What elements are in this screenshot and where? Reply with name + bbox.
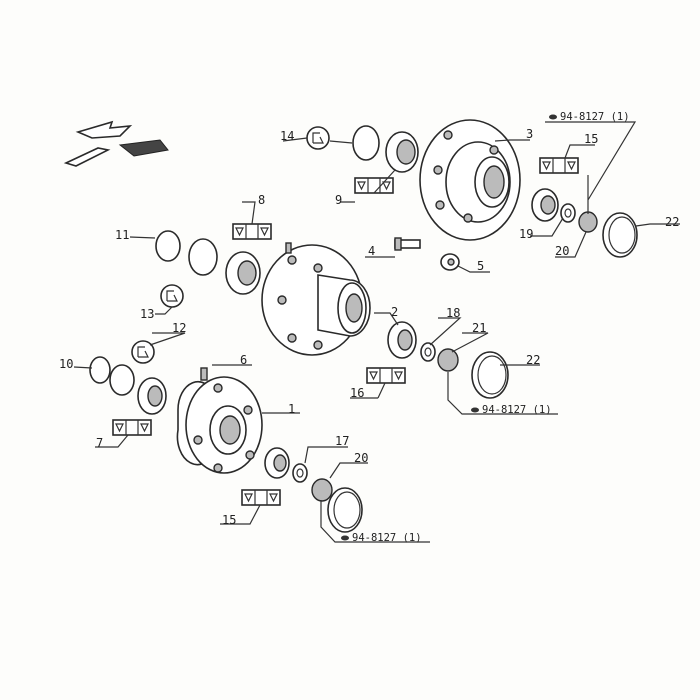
seal-ring [89, 356, 111, 384]
part-ref-middle: 94-8127 (1) [482, 404, 552, 416]
bearing-symbol-icon [366, 367, 406, 384]
hub-1 [176, 376, 263, 474]
dust-cap [602, 212, 638, 258]
bearing [225, 251, 261, 295]
bearing-symbol-icon [112, 419, 152, 436]
callout-6: 6 [240, 353, 247, 367]
seal-ring [155, 230, 181, 262]
callout-10: 10 [59, 357, 73, 371]
bearing-symbol-icon [354, 177, 394, 194]
seal-symbol-icon [160, 284, 184, 308]
bearing [387, 321, 417, 359]
bearing [264, 447, 290, 479]
callout-15: 15 [584, 132, 598, 146]
castle-nut [311, 478, 333, 502]
bearing-symbol-icon [539, 157, 579, 174]
washer [420, 342, 436, 362]
part-ref-bottom: 94-8127 (1) [352, 532, 422, 544]
seal-ring [188, 238, 218, 276]
grease-nipple [200, 367, 208, 381]
grease-nipple [285, 242, 292, 254]
seal-symbol-icon [306, 126, 330, 150]
pin-icon [341, 535, 349, 541]
stud-bolt [394, 237, 421, 251]
hub-2 [261, 244, 371, 356]
seal-ring [109, 364, 135, 396]
bearing [531, 188, 559, 222]
washer [292, 463, 308, 483]
callout-22: 22 [665, 215, 679, 229]
bearing [137, 377, 167, 415]
callout-17: 17 [335, 434, 349, 448]
dust-cap [327, 487, 363, 533]
callout-8: 8 [258, 193, 265, 207]
callout-20: 20 [555, 244, 569, 258]
callout-16: 16 [350, 386, 364, 400]
callout-11: 11 [115, 228, 129, 242]
castle-nut [437, 348, 459, 372]
direction-arrows-icon [63, 120, 169, 167]
pin-icon [471, 407, 479, 413]
bearing [385, 131, 419, 173]
callout-4: 4 [368, 244, 375, 258]
wheel-nut [440, 253, 460, 271]
callout-12: 12 [172, 321, 186, 335]
pin-icon [549, 114, 557, 120]
dust-cap [471, 351, 509, 399]
seal-ring [352, 125, 380, 161]
callout-13: 13 [140, 307, 154, 321]
washer [560, 203, 576, 223]
castle-nut [578, 211, 598, 233]
callout-22: 22 [526, 353, 540, 367]
callout-9: 9 [335, 193, 342, 207]
bearing-symbol-icon [241, 489, 281, 506]
callout-15: 15 [222, 513, 236, 527]
callout-3: 3 [526, 127, 533, 141]
callout-18: 18 [446, 306, 460, 320]
callout-1: 1 [288, 402, 295, 416]
callout-14: 14 [280, 129, 294, 143]
bearing-symbol-icon [232, 223, 272, 240]
callout-21: 21 [472, 321, 486, 335]
callout-5: 5 [477, 259, 484, 273]
part-ref-top: 94-8127 (1) [560, 111, 630, 123]
callout-19: 19 [519, 227, 533, 241]
callout-2: 2 [391, 305, 398, 319]
callout-20: 20 [354, 451, 368, 465]
callout-7: 7 [96, 436, 103, 450]
hub-3 [419, 119, 521, 241]
